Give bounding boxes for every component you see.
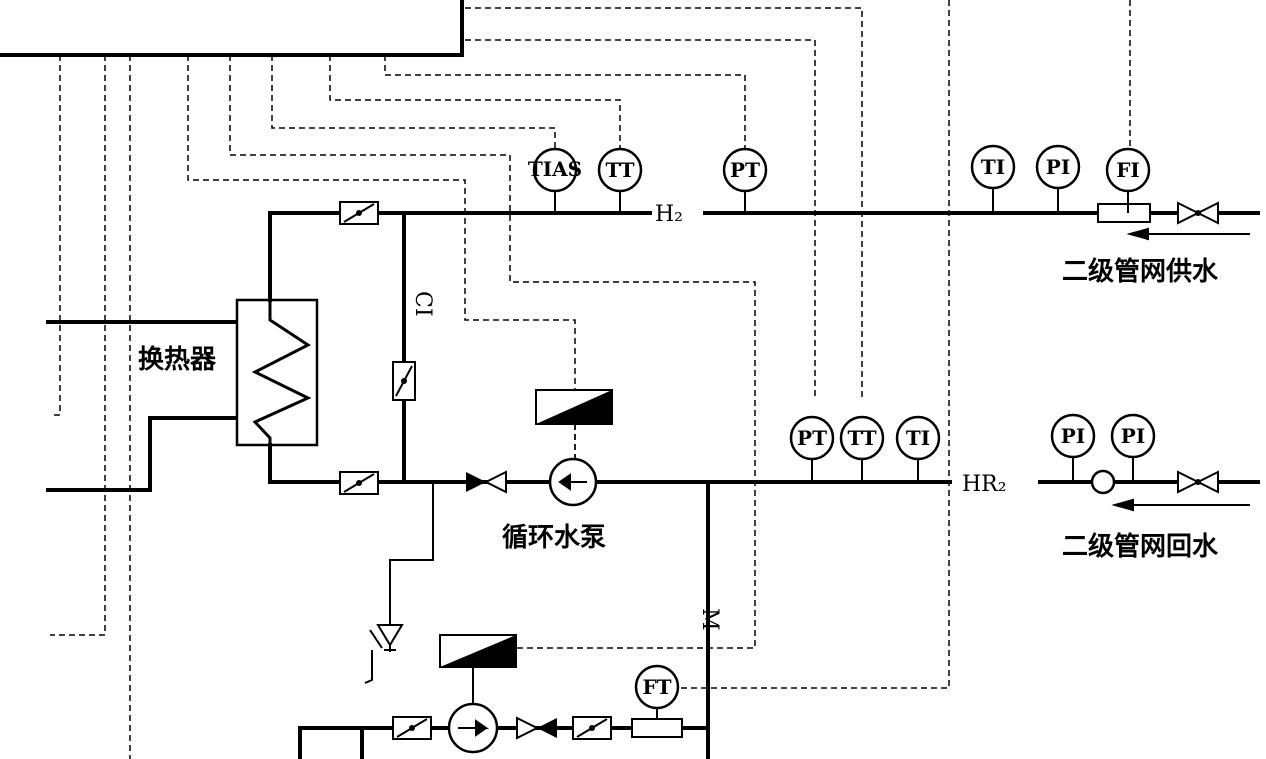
- valve-bypass[interactable]: [392, 361, 416, 401]
- valve-supply[interactable]: [339, 201, 379, 225]
- svg-text:TI: TI: [906, 426, 930, 450]
- instrument-pt-return[interactable]: PT: [789, 415, 835, 461]
- instrument-tias[interactable]: TIAS: [528, 147, 582, 193]
- safety-valve[interactable]: [364, 624, 404, 684]
- instrument-ti-supply[interactable]: TI: [970, 144, 1016, 190]
- flow-meter-supply: [1097, 203, 1151, 223]
- instrument-pi-return-1[interactable]: PI: [1050, 413, 1096, 459]
- flow-arrow-supply: [1126, 227, 1250, 241]
- check-valve-makeup[interactable]: [516, 716, 557, 740]
- instrument-fi-supply[interactable]: FI: [1105, 147, 1151, 193]
- vfd-makeup: [439, 634, 517, 668]
- label-return-pipe: HR₂: [962, 472, 1007, 497]
- instrument-ft-makeup[interactable]: FT: [634, 664, 680, 710]
- vfd-circulation: [535, 389, 613, 425]
- svg-text:TI: TI: [981, 155, 1005, 179]
- valve-makeup-1[interactable]: [392, 716, 432, 740]
- instrument-ti-return[interactable]: TI: [895, 415, 941, 461]
- svg-text:FT: FT: [642, 675, 671, 699]
- instrument-pi-return-2[interactable]: PI: [1110, 413, 1156, 459]
- gate-valve-return[interactable]: [1177, 470, 1219, 494]
- label-motor: M: [697, 608, 722, 631]
- signal-lines: [50, 0, 1131, 759]
- flow-arrow-return: [1111, 498, 1250, 512]
- label-circulation-pump: 循环水泵: [502, 523, 606, 553]
- label-heat-exchanger: 换热器: [138, 345, 217, 375]
- svg-text:TT: TT: [847, 426, 876, 450]
- makeup-pump[interactable]: [447, 702, 499, 754]
- svg-text:TT: TT: [605, 158, 634, 182]
- circulation-pump[interactable]: [548, 457, 598, 507]
- relief-line: [389, 482, 434, 625]
- valve-return[interactable]: [339, 471, 379, 495]
- flow-meter-makeup: [631, 718, 683, 738]
- heat-exchanger: [235, 298, 319, 447]
- instrument-tt-return[interactable]: TT: [839, 415, 885, 461]
- label-bypass: CI: [410, 291, 435, 317]
- primary-pipes: [46, 320, 239, 492]
- controller-box: [0, 0, 464, 57]
- svg-text:PI: PI: [1121, 424, 1145, 448]
- return-pipe: [268, 443, 1260, 484]
- filter-return: [1090, 469, 1116, 495]
- svg-text:FI: FI: [1116, 158, 1140, 182]
- gate-valve-supply[interactable]: [1177, 201, 1219, 225]
- label-supply-water: 二级管网供水: [1062, 256, 1219, 287]
- instrument-pt-supply[interactable]: PT: [722, 147, 768, 193]
- svg-text:PT: PT: [797, 426, 827, 450]
- svg-text:PI: PI: [1046, 155, 1070, 179]
- check-valve-return[interactable]: [466, 470, 507, 494]
- svg-text:TIAS: TIAS: [528, 157, 582, 181]
- svg-text:PT: PT: [730, 158, 760, 182]
- svg-text:PI: PI: [1061, 424, 1085, 448]
- instrument-pi-supply[interactable]: PI: [1035, 144, 1081, 190]
- instrument-tt-supply[interactable]: TT: [597, 147, 643, 193]
- label-supply-pipe: H₂: [655, 202, 683, 227]
- valve-makeup-2[interactable]: [572, 716, 612, 740]
- label-return-water: 二级管网回水: [1062, 531, 1219, 562]
